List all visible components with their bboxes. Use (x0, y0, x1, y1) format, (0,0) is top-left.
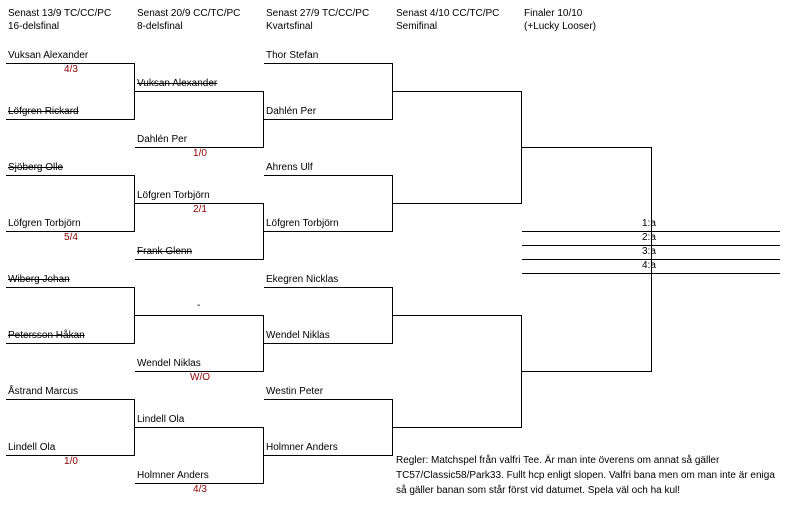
final-place-2: 2:a (642, 232, 656, 243)
r16-player-8: Lindell Ola (8, 442, 56, 453)
r16-player-1: Vuksan Alexander (8, 50, 89, 61)
final-place-4: 4:a (642, 260, 656, 271)
r8-player-1: Vuksan Alexander (137, 78, 218, 89)
qf-player-2: Dahlén Per (266, 106, 317, 117)
r16-player-3: Sjöberg Olle (8, 162, 64, 173)
header-round-5: Finaler 10/10 (+Lucky Looser) (524, 7, 596, 33)
header-round-1: Senast 13/9 TC/CC/PC 16-delsfinal (8, 7, 111, 33)
header-round-1-date: Senast 13/9 TC/CC/PC (8, 8, 112, 19)
header-round-4-label: Semifinal (396, 21, 438, 32)
final-place-1: 1:a (642, 218, 656, 229)
r16-player-7: Åstrand Marcus (8, 386, 79, 397)
header-round-5-date: Finaler 10/10 (524, 8, 583, 19)
header-round-4: Senast 4/10 CC/TC/PC Semifinal (396, 7, 499, 33)
r8-player-3: Löfgren Torbjörn (137, 190, 210, 201)
qf-player-1: Thor Stefan (266, 50, 319, 61)
final-place-3: 3:a (642, 246, 656, 257)
header-round-1-label: 16-delsfinal (8, 21, 60, 32)
qf-player-5: Ekegren Nicklas (266, 274, 339, 285)
r8-player-6: Wendel Niklas (137, 358, 201, 369)
r8-score-4: 4/3 (193, 484, 207, 495)
r16-player-4: Löfgren Torbjörn (8, 218, 81, 229)
r8-player-2: Dahlén Per (137, 134, 188, 145)
r8-player-4: Frank Glenn (137, 246, 193, 257)
r8-player-7: Lindell Ola (137, 414, 185, 425)
header-round-2-label: 8-delsfinal (137, 21, 183, 32)
qf-player-6: Wendel Niklas (266, 330, 330, 341)
r16-score-4: 1/0 (64, 456, 78, 467)
r16-player-6: Petersson Håkan (8, 330, 85, 341)
header-round-4-date: Senast 4/10 CC/TC/PC (396, 8, 500, 19)
r8-score-2: 2/1 (193, 204, 207, 215)
rules-text: Regler: Matchspel från valfri Tee. Är ma… (396, 455, 775, 496)
r8-player-8: Holmner Anders (137, 470, 209, 481)
header-round-5-label: (+Lucky Looser) (524, 21, 596, 32)
header-round-2: Senast 20/9 CC/TC/PC 8-delsfinal (137, 7, 240, 33)
r8-score-1: 1/0 (193, 148, 207, 159)
header-round-3-label: Kvartsfinal (266, 21, 313, 32)
r8-score-3: W/O (190, 372, 210, 383)
header-round-3: Senast 27/9 TC/CC/PC Kvartsfinal (266, 7, 369, 33)
r16-score-2: 5/4 (64, 232, 78, 243)
r8-placeholder-dash: - (197, 300, 201, 311)
qf-player-8: Holmner Anders (266, 442, 338, 453)
qf-player-7: Westin Peter (266, 386, 324, 397)
r16-player-5: Wiberg Johan (8, 274, 70, 285)
qf-player-3: Ahrens Ulf (266, 162, 313, 173)
header-round-2-date: Senast 20/9 CC/TC/PC (137, 8, 241, 19)
r16-score-1: 4/3 (64, 64, 78, 75)
qf-player-4: Löfgren Torbjörn (266, 218, 339, 229)
header-round-3-date: Senast 27/9 TC/CC/PC (266, 8, 370, 19)
r16-player-2: Löfgren Rickard (8, 106, 79, 117)
